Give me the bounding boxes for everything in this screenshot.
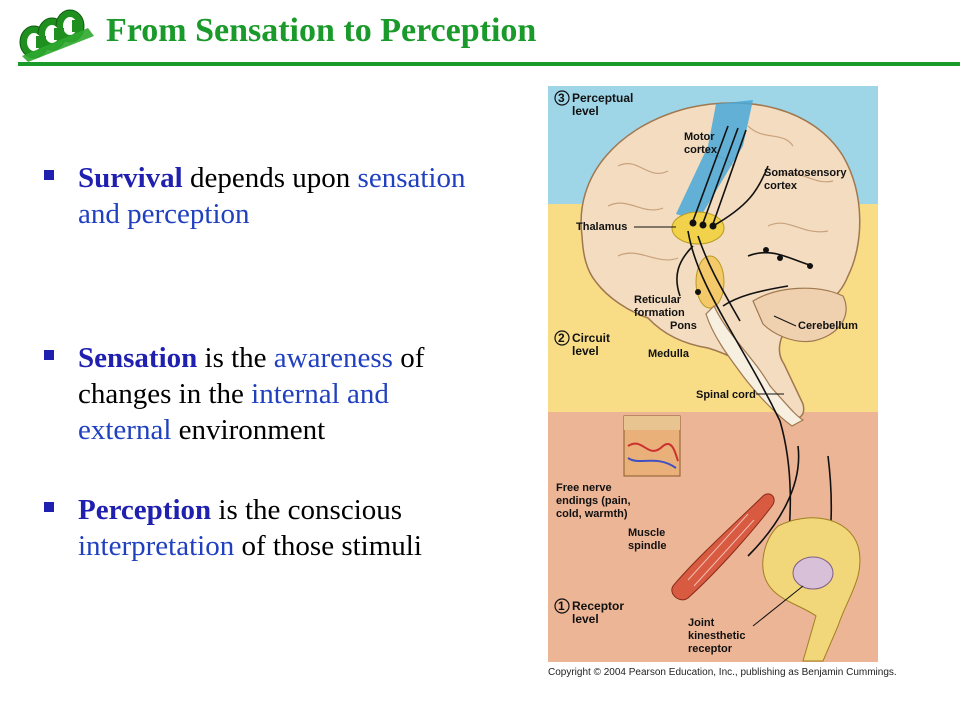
label-reticular: Reticular xyxy=(634,294,682,306)
text-highlight: sensation and perception xyxy=(78,162,466,230)
receptor-level-label-2: level xyxy=(572,612,599,626)
perceptual-level-label: Perceptual xyxy=(572,91,633,105)
text: is the conscious xyxy=(211,494,403,526)
label-free-nerve-3: cold, warmth) xyxy=(556,508,628,520)
label-motor: Motor xyxy=(684,131,715,143)
text-highlight: awareness xyxy=(273,342,393,374)
label-spinal-cord: Spinal cord xyxy=(696,389,756,401)
label-free-nerve-2: endings (pain, xyxy=(556,495,631,507)
label-reticular-2: formation xyxy=(634,307,685,319)
skin-block-illustration xyxy=(623,415,681,477)
bullet-perception: Perception is the conscious interpretati… xyxy=(44,492,484,564)
receptor-level-label: Receptor xyxy=(572,599,624,613)
term-survival: Survival xyxy=(78,162,183,194)
slide-title: From Sensation to Perception xyxy=(106,12,537,49)
label-pons: Pons xyxy=(670,320,697,332)
text: depends upon xyxy=(182,162,358,194)
bullet-marker xyxy=(44,502,54,512)
bullet-survival: Survival depends upon sensation and perc… xyxy=(44,160,484,232)
label-muscle-spindle: Muscle xyxy=(628,527,665,539)
label-free-nerve: Free nerve xyxy=(556,482,612,494)
label-joint: Joint xyxy=(688,617,715,629)
term-sensation: Sensation xyxy=(78,342,198,374)
title-divider xyxy=(18,62,960,66)
cerebellum-shape xyxy=(752,287,847,343)
figure-copyright: Copyright © 2004 Pearson Education, Inc.… xyxy=(548,667,897,678)
label-muscle-spindle-2: spindle xyxy=(628,540,667,552)
sensory-pathway-figure: 3 Perceptual level 2 Circuit level 1 Rec… xyxy=(548,86,878,662)
receptor-level-num: 1 xyxy=(558,599,565,613)
circuit-level-num: 2 xyxy=(558,331,565,345)
label-joint-3: receptor xyxy=(688,643,733,655)
text-highlight: interpretation xyxy=(78,530,235,562)
label-joint-2: kinesthetic xyxy=(688,630,745,642)
label-thalamus: Thalamus xyxy=(576,221,627,233)
perceptual-level-label-2: level xyxy=(572,104,599,118)
label-somatosensory: Somatosensory xyxy=(764,167,847,179)
text: environment xyxy=(171,414,326,446)
circuit-level-label: Circuit xyxy=(572,331,610,345)
text: is the xyxy=(197,342,274,374)
label-motor-2: cortex xyxy=(684,144,718,156)
label-somatosensory-2: cortex xyxy=(764,180,798,192)
bullet-marker xyxy=(44,170,54,180)
ecc-logo xyxy=(19,9,94,62)
circuit-level-label-2: level xyxy=(572,344,599,358)
text: of those stimuli xyxy=(234,530,422,562)
brainstem-upper xyxy=(695,255,725,309)
text-highlight: internal and external xyxy=(78,378,389,446)
label-medulla: Medulla xyxy=(648,348,690,360)
text: of changes in the xyxy=(78,342,425,410)
muscle-spindle-illustration xyxy=(671,493,775,601)
bullet-marker xyxy=(44,350,54,360)
perceptual-level-num: 3 xyxy=(558,91,565,105)
label-cerebellum: Cerebellum xyxy=(798,320,858,332)
bullet-sensation: Sensation is the awareness of changes in… xyxy=(44,340,484,448)
thalamus-shape xyxy=(671,211,725,245)
spinal-cord xyxy=(705,304,805,427)
term-perception: Perception xyxy=(78,494,212,526)
